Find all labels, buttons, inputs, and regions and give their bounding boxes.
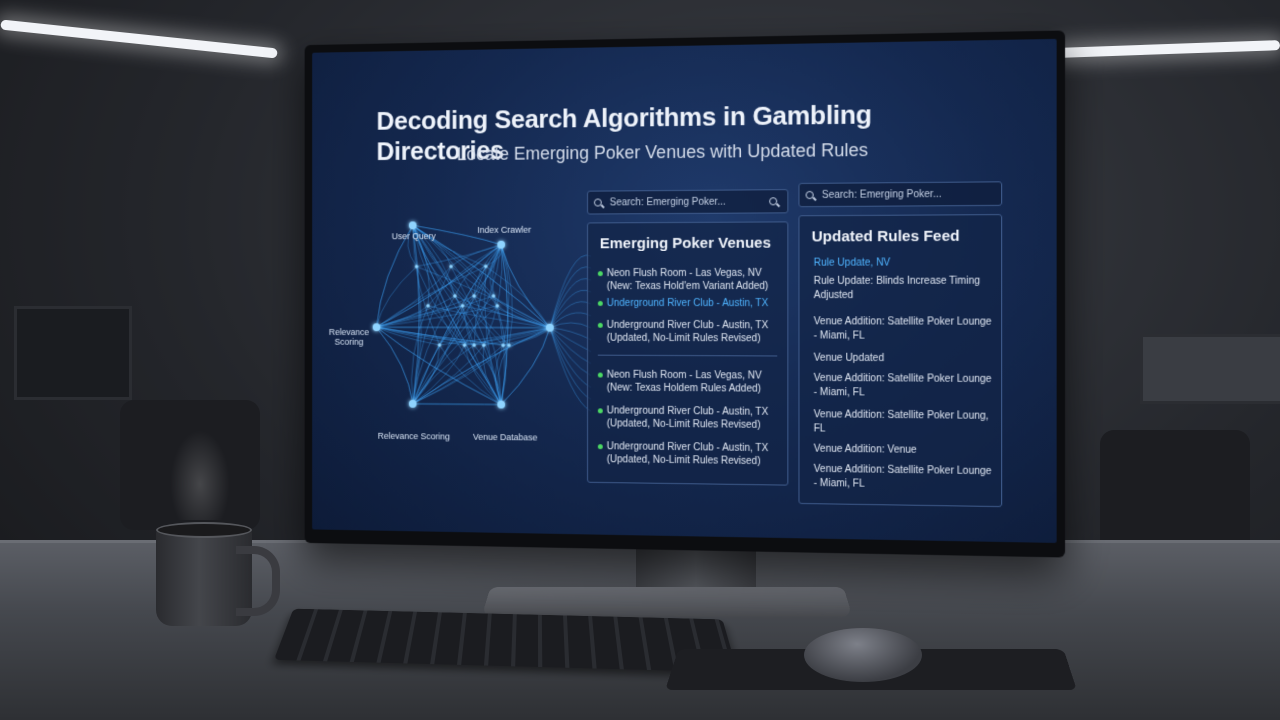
network-node-small xyxy=(507,344,510,348)
venue-item[interactable]: Underground River Club - Austin, TX (Upd… xyxy=(598,319,768,346)
node-label-relevance-scoring-left: Relevance Scoring xyxy=(325,327,372,347)
feed-item[interactable]: Venue Addition: Satellite Poker Loung, F… xyxy=(814,408,994,438)
coffee-mug-rim xyxy=(156,522,252,538)
ceiling-light-left xyxy=(0,19,278,58)
venue-item[interactable]: Underground River Club - Austin, TX (Upd… xyxy=(598,404,768,432)
search-field-venues[interactable] xyxy=(608,195,773,209)
status-dot xyxy=(598,408,603,413)
monitor-stand-base xyxy=(481,587,853,618)
network-node-small xyxy=(453,294,456,298)
background-monitor-right xyxy=(1140,334,1280,404)
network-edge xyxy=(376,306,428,328)
network-edge xyxy=(550,279,591,328)
coffee-steam xyxy=(170,430,230,520)
coffee-mug-handle xyxy=(236,546,280,616)
network-node-small xyxy=(461,304,464,308)
search-field-feed[interactable] xyxy=(820,188,987,202)
network-node-small xyxy=(438,343,441,347)
status-dot xyxy=(598,271,603,276)
network-edge xyxy=(413,404,502,405)
venues-divider xyxy=(598,355,777,357)
network-node-small xyxy=(501,344,504,348)
search-icon-right[interactable] xyxy=(769,197,777,205)
feed-item[interactable]: Venue Addition: Satellite Poker Lounge -… xyxy=(814,463,994,494)
feed-item[interactable]: Venue Addition: Satellite Poker Lounge -… xyxy=(814,372,994,402)
status-dot xyxy=(598,444,603,449)
network-node xyxy=(409,221,417,229)
venue-item[interactable]: Neon Flush Room - Las Vegas, NV (New: Te… xyxy=(598,267,768,293)
computer-mouse xyxy=(804,628,922,682)
node-label-user-query: User Query xyxy=(380,231,447,241)
network-edge xyxy=(376,327,412,404)
network-node-small xyxy=(496,304,499,308)
venues-panel: Emerging Poker Venues Neon Flush Room - … xyxy=(587,221,788,485)
ceiling-light-right xyxy=(1058,40,1280,58)
rules-feed-panel: Updated Rules Feed Rule Update, NV Rule … xyxy=(798,214,1002,507)
feed-item[interactable]: Venue Addition: Venue xyxy=(814,443,994,459)
network-node-small xyxy=(482,343,485,347)
network-node xyxy=(373,323,381,331)
monitor-screen: Decoding Search Algorithms in Gambling D… xyxy=(312,39,1056,543)
network-edge xyxy=(550,255,591,328)
network-node-small xyxy=(492,294,495,298)
network-node xyxy=(409,400,417,408)
venue-item[interactable]: Underground River Club - Austin, TX xyxy=(598,297,768,310)
node-label-venue-database: Venue Database xyxy=(466,432,544,443)
search-icon xyxy=(594,199,602,207)
node-label-relevance-scoring-bottom: Relevance Scoring xyxy=(371,431,457,442)
search-icon xyxy=(806,191,814,199)
background-monitor-left xyxy=(14,306,132,400)
status-dot xyxy=(598,301,603,306)
search-input-venues[interactable] xyxy=(587,189,788,214)
network-node xyxy=(546,324,554,332)
network-edge xyxy=(550,323,591,328)
venue-item[interactable]: Neon Flush Room - Las Vegas, NV (New: Te… xyxy=(598,369,762,396)
network-node-small xyxy=(463,343,466,347)
network-node xyxy=(497,401,505,409)
node-label-index-crawler: Index Crawler xyxy=(470,225,538,235)
network-node-small xyxy=(472,343,475,347)
feed-item[interactable]: Rule Update: Blinds Increase Timing Adju… xyxy=(814,275,994,304)
network-node-small xyxy=(472,294,475,298)
status-dot xyxy=(598,323,603,328)
feed-item[interactable]: Venue Addition: Satellite Poker Lounge -… xyxy=(814,315,994,344)
search-algorithm-network xyxy=(312,48,591,465)
network-node-small xyxy=(449,265,452,269)
network-node-small xyxy=(426,304,429,308)
network-node-small xyxy=(415,265,418,269)
feed-item[interactable]: Rule Update, NV xyxy=(814,256,994,271)
network-node xyxy=(497,241,505,249)
network-node-small xyxy=(484,265,487,269)
feed-item[interactable]: Venue Updated xyxy=(814,352,994,367)
rules-feed-title: Updated Rules Feed xyxy=(812,228,960,246)
monitor: Decoding Search Algorithms in Gambling D… xyxy=(305,30,1065,557)
venue-item[interactable]: Underground River Club - Austin, TX (Upd… xyxy=(598,440,768,468)
network-edge xyxy=(376,327,412,404)
status-dot xyxy=(598,372,603,377)
venues-panel-title: Emerging Poker Venues xyxy=(600,235,771,253)
search-input-feed[interactable] xyxy=(798,181,1002,207)
